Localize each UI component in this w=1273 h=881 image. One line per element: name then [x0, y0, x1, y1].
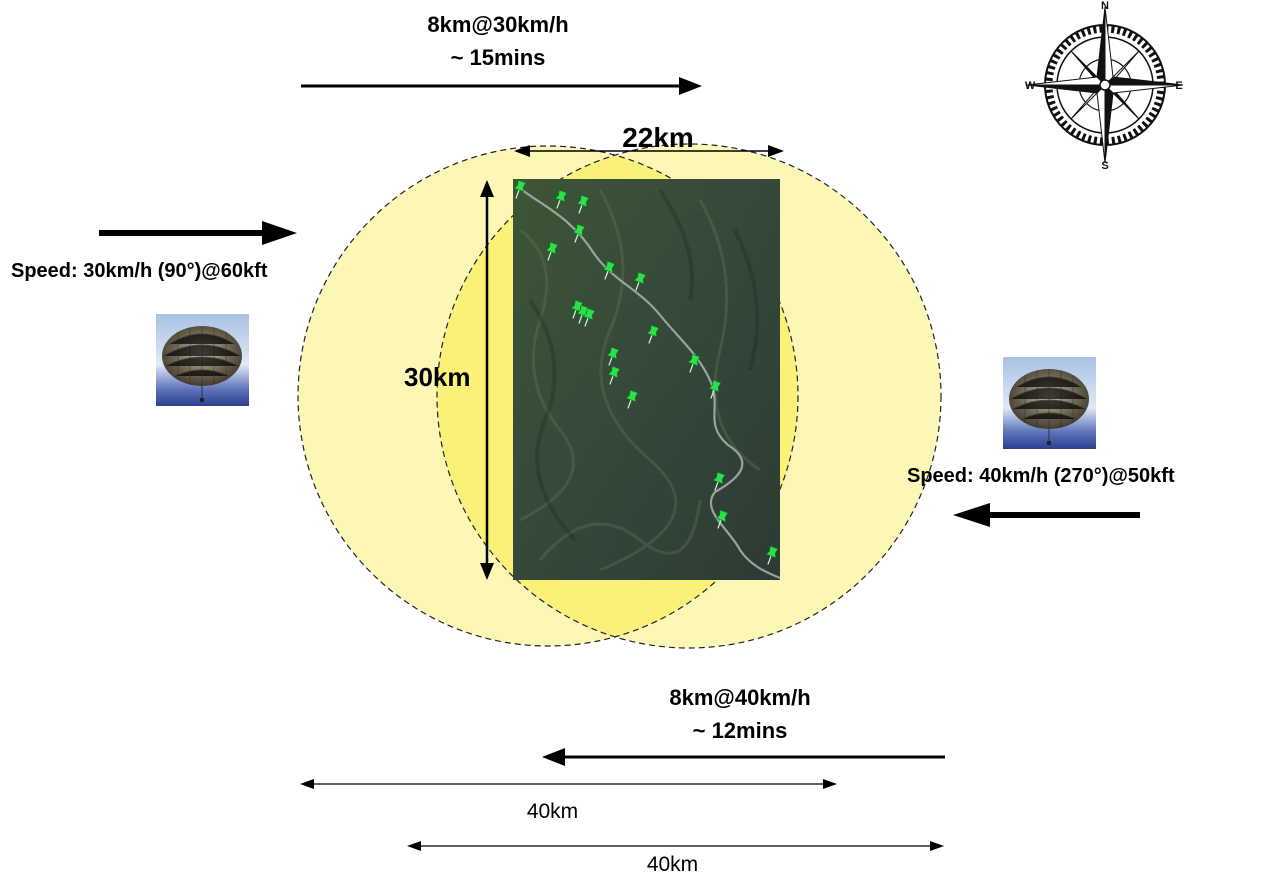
- map-height-label: 30km: [404, 362, 471, 392]
- distance-label-upper: 40km: [526, 800, 579, 823]
- map-pin-icon: [646, 324, 660, 344]
- map-pin-icon: [572, 223, 586, 243]
- bottom-flight-time: ~ 12mins: [692, 718, 788, 743]
- compass-rose-icon: N S E W: [1025, 0, 1184, 172]
- top-flight-distance: 8km@30km/h: [427, 12, 569, 37]
- map-pin-icon: [607, 365, 621, 385]
- river: [516, 185, 781, 580]
- map-width-label: 22km: [622, 122, 694, 153]
- map-pin-icon: [633, 271, 647, 291]
- map-pin-icon: [765, 545, 779, 565]
- map-pin-icon: [602, 260, 616, 280]
- right-speed-label: Speed: 40km/h (270°)@50kft: [907, 465, 1175, 487]
- bottom-flight-distance: 8km@40km/h: [669, 685, 811, 710]
- left-speed-label: Speed: 30km/h (90°)@60kft: [11, 260, 268, 282]
- compass-w: W: [1025, 80, 1036, 92]
- map-pin-icon: [712, 471, 726, 491]
- distance-label-lower: 40km: [646, 853, 699, 876]
- map-pins: [513, 179, 779, 565]
- left-balloon-icon: [156, 314, 249, 406]
- map-pin-icon: [625, 389, 639, 409]
- compass-s: S: [1101, 160, 1108, 172]
- map-pin-icon: [708, 379, 722, 399]
- map-pin-icon: [687, 353, 701, 373]
- map-pin-icon: [582, 307, 596, 327]
- map-pin-icon: [545, 241, 559, 261]
- compass-n: N: [1101, 0, 1109, 12]
- map-pin-icon: [554, 189, 568, 209]
- satellite-map: [513, 179, 781, 580]
- map-pin-icon: [606, 346, 620, 366]
- compass-e: E: [1175, 80, 1182, 92]
- right-balloon-icon: [1003, 357, 1096, 449]
- top-flight-time: ~ 15mins: [450, 45, 546, 70]
- map-pin-icon: [715, 509, 729, 529]
- map-pin-icon: [513, 179, 527, 199]
- map-pin-icon: [576, 194, 590, 214]
